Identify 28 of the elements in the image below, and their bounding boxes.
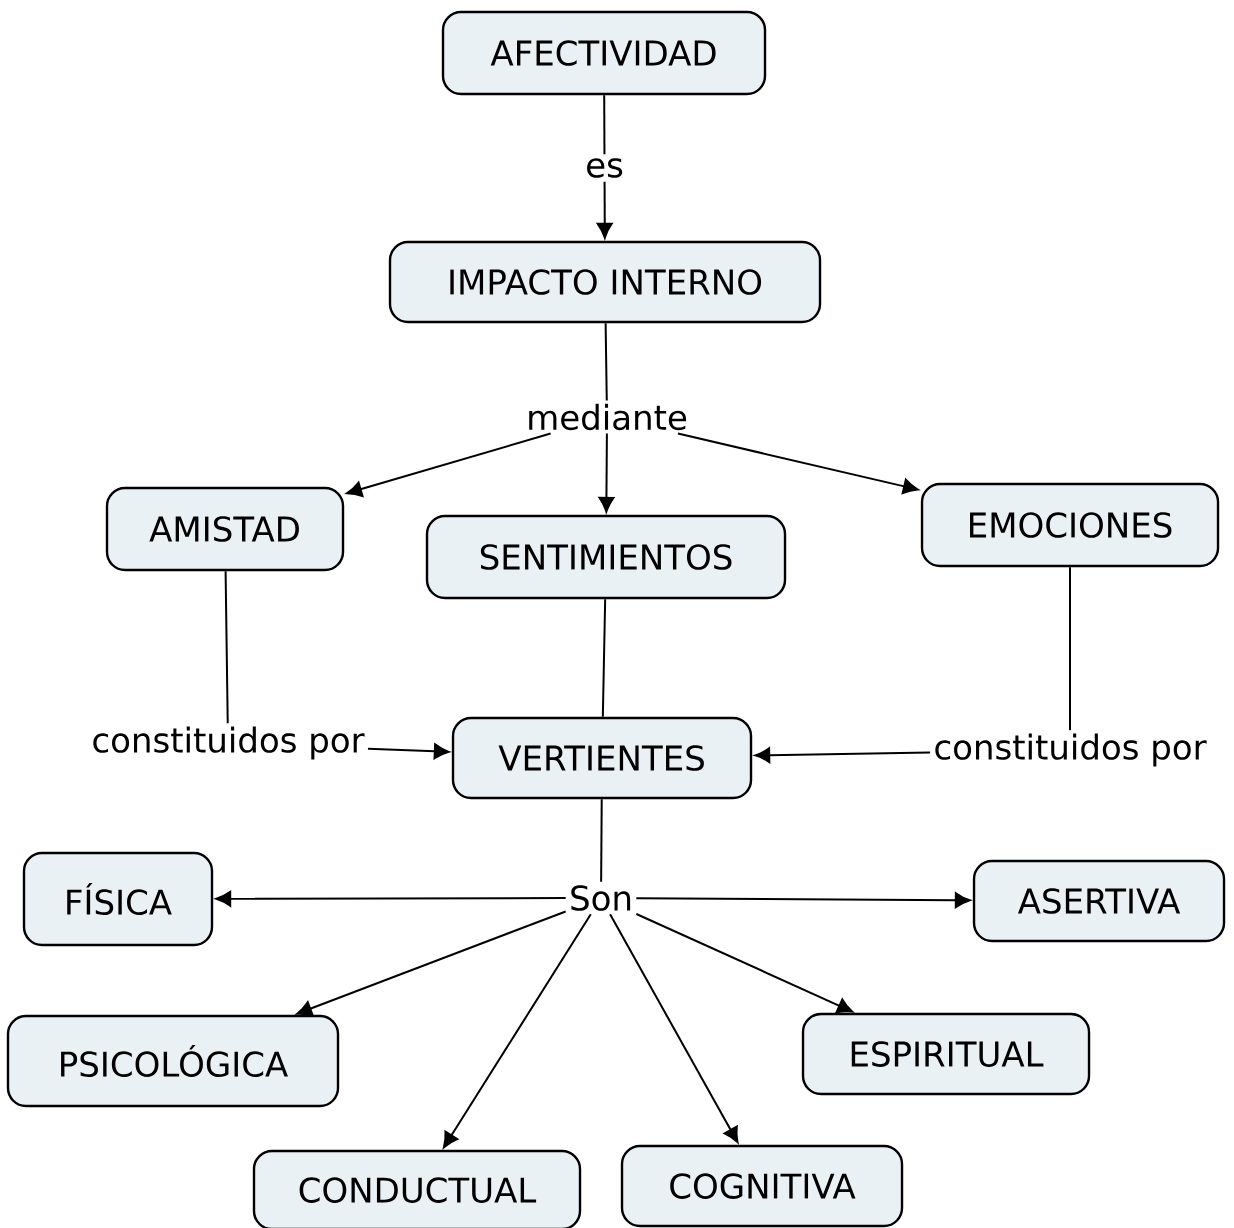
arrow	[754, 747, 932, 764]
linking-phrase: mediante	[529, 403, 687, 431]
arrow	[442, 913, 592, 1149]
concept-box: VERTIENTES	[451, 716, 753, 800]
concept-box: COGNITIVA	[620, 1144, 904, 1228]
arrow	[635, 913, 854, 1014]
concept-box: AMISTAD	[105, 486, 345, 572]
arrow	[366, 743, 450, 760]
concept-box: ESPIRITUAL	[801, 1012, 1091, 1096]
linking-phrase: constituidos por	[935, 733, 1207, 767]
arrow	[346, 432, 552, 497]
arrow	[676, 432, 919, 495]
arrow	[296, 910, 567, 1017]
arrow	[215, 890, 567, 907]
concept-box: FÍSICA	[22, 851, 214, 947]
concept-box: ASERTIVA	[972, 859, 1226, 943]
concept-box: AFECTIVIDAD	[441, 10, 767, 96]
arrow	[609, 913, 739, 1144]
concept-box: IMPACTO INTERNO	[388, 240, 822, 324]
concept-box: PSICOLÓGICA	[6, 1014, 340, 1108]
arrow	[598, 432, 615, 513]
concept-box: EMOCIONES	[920, 482, 1220, 568]
concept-box: CONDUCTUAL	[252, 1149, 582, 1228]
arrow	[635, 892, 971, 909]
linking-phrase: constituidos por	[93, 726, 365, 760]
concept-box: SENTIMIENTOS	[425, 514, 787, 600]
linking-phrase: Son	[571, 885, 631, 911]
edge-label: es	[581, 154, 628, 182]
